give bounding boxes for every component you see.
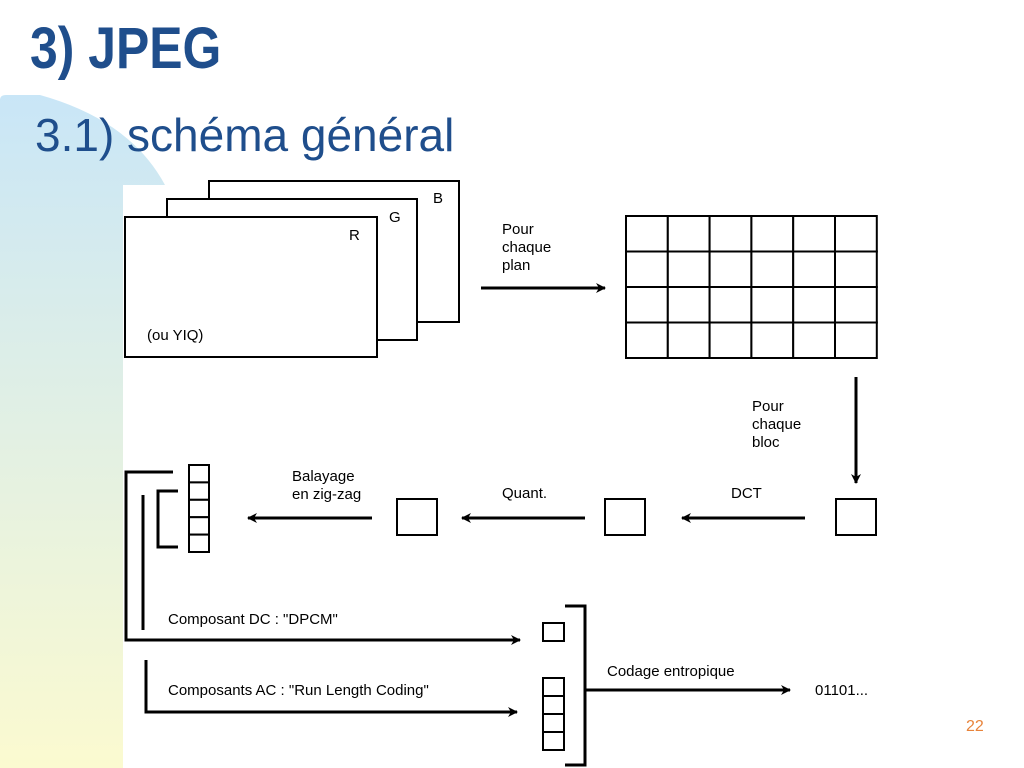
- zigzag-label-line1: Balayage: [292, 468, 355, 485]
- single-block: [835, 498, 877, 536]
- block-grid-cell: [666, 286, 711, 324]
- block-grid-cell: [666, 250, 711, 288]
- block-grid-cell: [708, 321, 753, 359]
- per-plane-step: Pour chaque plan: [481, 221, 606, 293]
- block-grid-cell: [792, 215, 837, 253]
- dc-coefficient-box: [542, 622, 565, 642]
- ac-bracket: [156, 489, 178, 549]
- per-plane-label-line2: chaque: [502, 239, 551, 256]
- slide-subtitle: 3.1) schéma général: [35, 109, 455, 161]
- plane-g-label: G: [389, 209, 401, 226]
- ac-vector-cell: [542, 731, 565, 751]
- per-plane-label-line1: Pour: [502, 221, 534, 238]
- per-block-step: Pour chaque bloc: [752, 377, 861, 484]
- block-grid-cell: [666, 215, 711, 253]
- block-grid-cell: [625, 286, 669, 324]
- ac-arrow: [144, 660, 518, 717]
- per-block-label-line1: Pour: [752, 398, 784, 415]
- zigzag-vector-cell: [188, 464, 210, 484]
- entropy-label: Codage entropique: [607, 663, 735, 680]
- dct-block: [604, 498, 646, 536]
- ac-path: Composants AC : "Run Length Coding": [144, 660, 518, 717]
- plane-b-label: B: [433, 190, 443, 207]
- per-block-label-line2: chaque: [752, 416, 801, 433]
- block-grid-cell: [625, 215, 669, 253]
- ac-vector-cell: [542, 677, 565, 697]
- zigzag-label-line2: en zig-zag: [292, 486, 361, 503]
- block-grid-cell: [666, 321, 711, 359]
- ac-coefficient-vector: [542, 677, 565, 751]
- block-grid-cell: [834, 321, 878, 359]
- entropy-bracket: [565, 604, 587, 767]
- block-grid-cell: [625, 321, 669, 359]
- block-grid-cell: [792, 286, 837, 324]
- dc-bracket: [124, 470, 248, 642]
- per-block-label-line3: bloc: [752, 434, 780, 451]
- per-plane-label-line3: plan: [502, 257, 530, 274]
- color-planes-stack: B G R (ou YIQ): [124, 180, 460, 358]
- quant-label: Quant.: [502, 485, 547, 502]
- block-grid-cell: [708, 286, 753, 324]
- dc-ac-split: [124, 470, 248, 642]
- block-grid-cell: [834, 250, 878, 288]
- ac-vector-cell: [542, 713, 565, 733]
- block-processing-chain: DCT Quant. Balayage en zig-zag: [247, 468, 877, 536]
- entropy-coding: Codage entropique 01101...: [565, 604, 868, 767]
- plane-note-yiq: (ou YIQ): [147, 327, 203, 344]
- zigzag-vector-cell: [188, 533, 210, 553]
- block-grid-cell: [750, 215, 795, 253]
- block-grid-cell: [834, 215, 878, 253]
- block-grid-cell: [792, 321, 837, 359]
- zigzag-vector-cell: [188, 481, 210, 501]
- bitstream-output: 01101...: [815, 682, 868, 699]
- zigzag-vector-cell: [188, 516, 210, 536]
- block-grid-cell: [750, 286, 795, 324]
- dc-label: Composant DC : "DPCM": [168, 611, 338, 628]
- plane-r-label: R: [349, 227, 360, 244]
- ac-label: Composants AC : "Run Length Coding": [168, 682, 429, 699]
- zigzag-vector-cell: [188, 498, 210, 519]
- dct-label: DCT: [731, 485, 762, 502]
- quantized-block: [396, 498, 438, 536]
- block-grid-cell: [708, 215, 753, 253]
- block-grid-cell: [708, 250, 753, 288]
- block-grid-cell: [834, 286, 878, 324]
- plane-r: [124, 216, 378, 358]
- page-number: 22: [966, 718, 984, 735]
- slide-title: 3) JPEG: [30, 16, 222, 81]
- block-grid-cell: [625, 250, 669, 288]
- ac-vector-cell: [542, 695, 565, 715]
- block-grid-cell: [750, 321, 795, 359]
- decorative-gradient-panel: [0, 95, 165, 768]
- block-grid-cell: [750, 250, 795, 288]
- dc-path: Composant DC : "DPCM": [168, 611, 565, 645]
- block-grid: [625, 215, 878, 359]
- zigzag-vector: [188, 464, 210, 553]
- block-grid-cell: [792, 250, 837, 288]
